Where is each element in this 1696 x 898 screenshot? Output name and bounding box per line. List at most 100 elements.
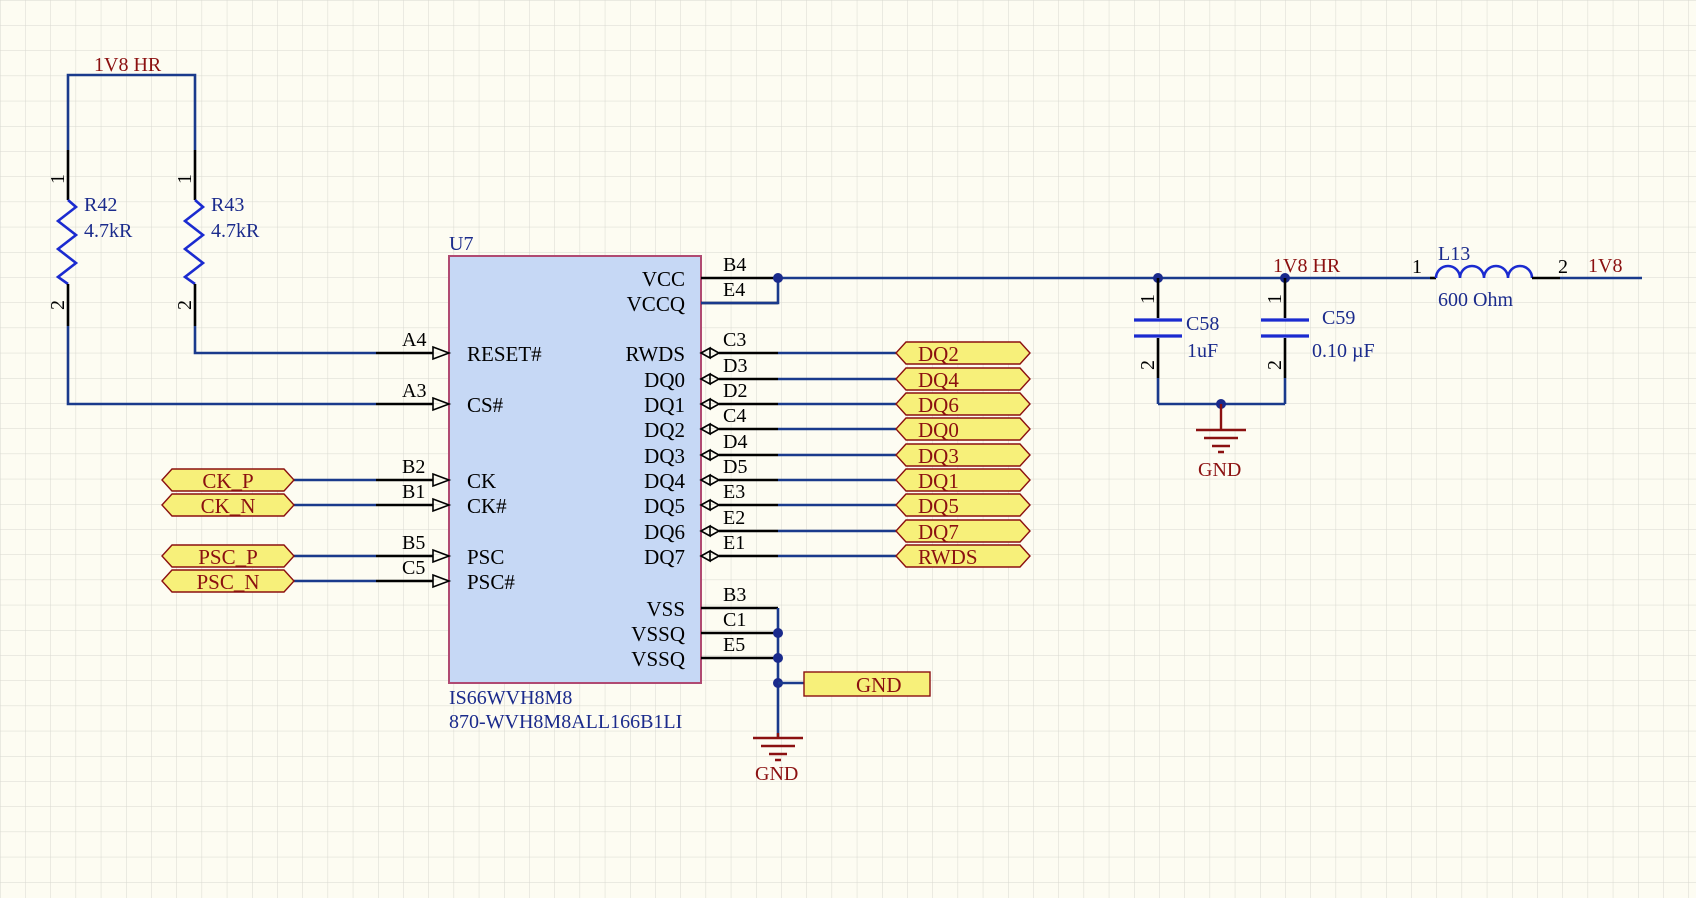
ic-pin-number: B1 — [402, 481, 425, 503]
ic-pin-name: DQ1 — [644, 393, 685, 417]
c59-ref: C59 — [1322, 307, 1355, 329]
ic-pin-number: B3 — [723, 584, 746, 606]
port-label: DQ3 — [918, 444, 959, 468]
r42-pin2-label: 2 — [47, 300, 69, 310]
port-dq5[interactable]: DQ5 — [778, 493, 1031, 518]
ic-u7[interactable]: U7 IS66WVH8M8 870-WVH8M8ALL166B1LI A4RES… — [376, 233, 778, 733]
ic-pin-number: B4 — [723, 254, 746, 276]
gnd-port[interactable]: GND — [803, 671, 931, 697]
ic-pin-name: DQ6 — [644, 520, 685, 544]
port-rwds[interactable]: RWDS — [778, 544, 1031, 569]
capacitor-c58[interactable]: 1 2 C58 1uF — [1134, 278, 1219, 404]
rail-1v8-hr-label-left: 1V8 HR — [94, 54, 162, 76]
gnd-port-label: GND — [856, 673, 902, 697]
r43-value: 4.7kR — [211, 220, 260, 242]
ic-pin-name: CK# — [467, 494, 507, 518]
gnd-main-label: GND — [755, 763, 798, 785]
port-dq7[interactable]: DQ7 — [778, 519, 1031, 544]
ic-pin-number: B5 — [402, 532, 425, 554]
port-label: DQ4 — [918, 368, 959, 392]
port-dq1[interactable]: DQ1 — [778, 468, 1031, 493]
r43-pin2-label: 2 — [174, 300, 196, 310]
ic-pin-name: CS# — [467, 393, 504, 417]
port-ck_p[interactable]: CK_P — [161, 468, 376, 493]
port-dq3[interactable]: DQ3 — [778, 443, 1031, 468]
port-dq0[interactable]: DQ0 — [778, 417, 1031, 442]
ic-pin-name: RWDS — [625, 342, 685, 366]
port-label: DQ7 — [918, 520, 959, 544]
ic-pin-name: DQ4 — [644, 469, 685, 493]
r43-pin1-label: 1 — [174, 174, 196, 184]
ic-pin-name: VSSQ — [631, 622, 685, 646]
c58-pin1-label: 1 — [1137, 294, 1159, 304]
ic-pin-name: VSS — [646, 597, 685, 621]
pullup-resistors: 1V8 HR 1 2 R42 4.7kR 1 2 R43 4.7kR — [47, 54, 376, 406]
ic-pin-name: RESET# — [467, 342, 542, 366]
r43-ref: R43 — [211, 194, 244, 216]
rail-1v8-hr-wire — [66, 73, 197, 150]
ic-pin-number: C1 — [723, 609, 746, 631]
port-label: DQ0 — [918, 418, 959, 442]
ic-pin-name: DQ0 — [644, 368, 685, 392]
gnd-cap-label: GND — [1198, 459, 1241, 481]
ic-pin-name: PSC — [467, 545, 504, 569]
c58-pin2-label: 2 — [1137, 360, 1159, 370]
vcc-net: 1V8 HR — [701, 255, 1430, 305]
r42-value: 4.7kR — [84, 220, 133, 242]
ic-pin-number: C5 — [402, 557, 425, 579]
resistor-r43[interactable]: 1 2 R43 4.7kR — [174, 150, 260, 326]
capacitor-c59[interactable]: 1 2 C59 0.10 µF — [1261, 278, 1375, 404]
port-psc_p[interactable]: PSC_P — [161, 544, 376, 569]
l13-pin2-label: 2 — [1558, 256, 1568, 278]
ic-pin-name: PSC# — [467, 570, 515, 594]
c58-value: 1uF — [1187, 340, 1218, 362]
ic-pin-name: VCC — [642, 267, 685, 291]
r42-pin1-label: 1 — [47, 174, 69, 184]
port-dq6[interactable]: DQ6 — [778, 392, 1031, 417]
ic-pin-name: VCCQ — [627, 292, 685, 316]
inductor-l13[interactable]: 1 2 L13 600 Ohm 1V8 — [1412, 243, 1642, 311]
port-label: CK_P — [202, 469, 253, 493]
port-ck_n[interactable]: CK_N — [161, 493, 376, 518]
ic-pin-number: E1 — [723, 532, 745, 554]
port-psc_n[interactable]: PSC_N — [161, 569, 376, 594]
port-dq2[interactable]: DQ2 — [778, 341, 1031, 366]
port-dq4[interactable]: DQ4 — [778, 367, 1031, 392]
ic-pin-number: E4 — [723, 279, 745, 301]
resistor-r42[interactable]: 1 2 R42 4.7kR — [47, 150, 133, 326]
port-label: DQ5 — [918, 494, 959, 518]
r42-ref: R42 — [84, 194, 117, 216]
ic-body[interactable] — [448, 255, 702, 684]
cap-ground: GND — [1158, 399, 1285, 481]
ic-pin-name: DQ5 — [644, 494, 685, 518]
port-label: DQ2 — [918, 342, 959, 366]
rail-1v8-hr-label-right: 1V8 HR — [1273, 255, 1341, 277]
ic-pin-number: D4 — [723, 431, 747, 453]
l13-pin1-label: 1 — [1412, 256, 1422, 278]
port-label: DQ1 — [918, 469, 959, 493]
c59-value: 0.10 µF — [1312, 340, 1375, 362]
